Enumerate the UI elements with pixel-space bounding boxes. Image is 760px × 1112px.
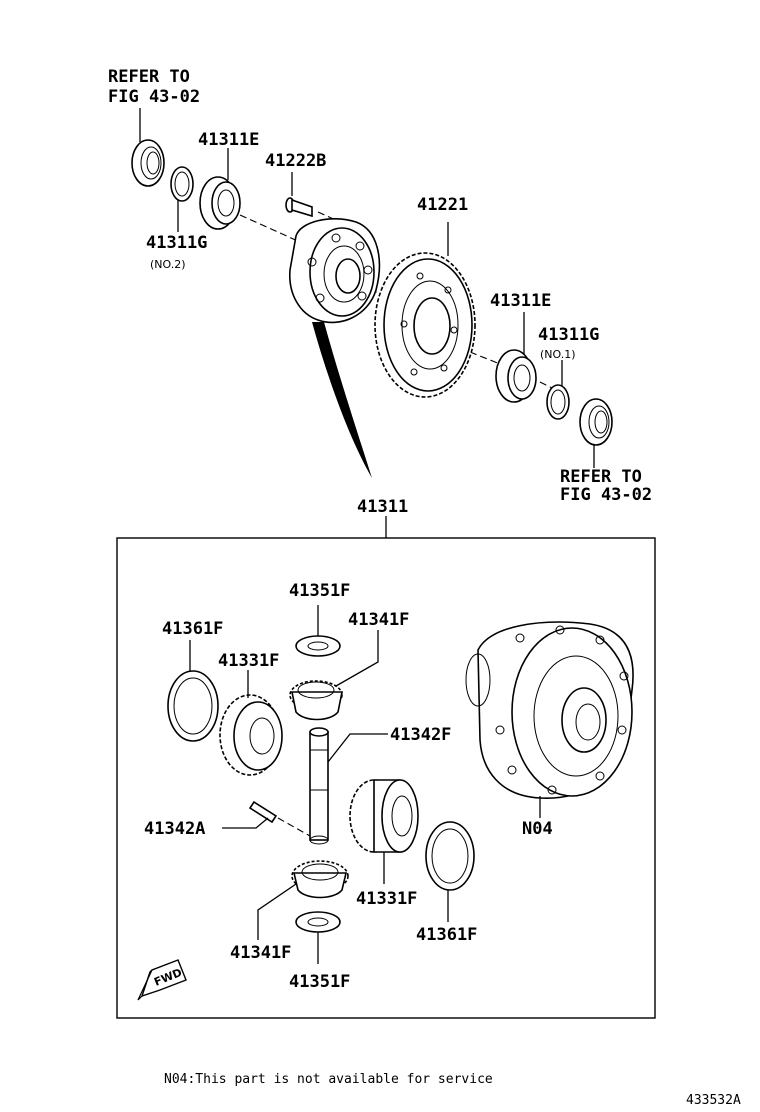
label-41341F-top: 41341F bbox=[348, 610, 409, 630]
footer-note: N04:This part is not available for servi… bbox=[164, 1072, 493, 1087]
label-41351F-top: 41351F bbox=[289, 581, 350, 601]
assembly-pointer bbox=[312, 322, 372, 478]
fwd-arrow-icon: FWD bbox=[137, 959, 187, 1001]
label-refer-bot-1: REFER TO bbox=[560, 467, 642, 487]
assembly-box bbox=[116, 537, 656, 1019]
label-41222B: 41222B bbox=[265, 151, 326, 171]
label-refer-top-1: REFER TO bbox=[108, 67, 190, 87]
thrust-washer-41361F-right[interactable] bbox=[425, 821, 475, 891]
differential-case-N04[interactable] bbox=[465, 621, 634, 799]
label-41311G-left: 41311G bbox=[146, 233, 207, 253]
label-refer-top-2: FIG 43-02 bbox=[108, 87, 200, 107]
thrust-washer-41361F-left[interactable] bbox=[167, 670, 219, 742]
label-41341F-bottom: 41341F bbox=[230, 943, 291, 963]
label-41351F-bottom: 41351F bbox=[289, 972, 350, 992]
label-41342F: 41342F bbox=[390, 725, 451, 745]
pin-41342A[interactable] bbox=[248, 800, 278, 824]
oil-seal-right[interactable] bbox=[579, 398, 613, 446]
label-41311E-right: 41311E bbox=[490, 291, 551, 311]
washer-41351F-top[interactable] bbox=[295, 635, 341, 657]
label-n04: N04 bbox=[522, 819, 553, 839]
pinion-41341F-top[interactable] bbox=[289, 680, 343, 721]
label-41311G-right: 41311G bbox=[538, 325, 599, 345]
label-41331F-left: 41331F bbox=[218, 651, 279, 671]
bearing-41311E-right[interactable] bbox=[495, 349, 537, 403]
side-gear-41331F-left[interactable] bbox=[219, 694, 283, 776]
bolt-41222B[interactable] bbox=[285, 197, 313, 218]
shim-41311G-no1[interactable] bbox=[546, 384, 570, 420]
label-refer-bot-2: FIG 43-02 bbox=[560, 485, 652, 505]
shim-41311G-no2[interactable] bbox=[170, 166, 194, 202]
label-41331F-right: 41331F bbox=[356, 889, 417, 909]
bearing-41311E-top[interactable] bbox=[199, 176, 241, 230]
oil-seal-top[interactable] bbox=[131, 139, 165, 187]
label-no1: (NO.1) bbox=[540, 348, 576, 361]
pinion-shaft-41342F[interactable] bbox=[309, 727, 329, 845]
label-no2: (NO.2) bbox=[150, 258, 186, 271]
label-41361F-left: 41361F bbox=[162, 619, 223, 639]
figure-id: 433532A bbox=[686, 1093, 741, 1108]
label-41361F-right: 41361F bbox=[416, 925, 477, 945]
pinion-41341F-bottom[interactable] bbox=[291, 860, 349, 899]
label-41311: 41311 bbox=[357, 497, 408, 517]
differential-case-upper[interactable] bbox=[289, 218, 381, 324]
washer-41351F-bottom[interactable] bbox=[295, 911, 341, 933]
side-gear-41331F-right[interactable] bbox=[349, 779, 419, 853]
ring-gear-41221[interactable] bbox=[374, 252, 476, 398]
label-41221: 41221 bbox=[417, 195, 468, 215]
label-41311E-top: 41311E bbox=[198, 130, 259, 150]
label-41342A: 41342A bbox=[144, 819, 205, 839]
